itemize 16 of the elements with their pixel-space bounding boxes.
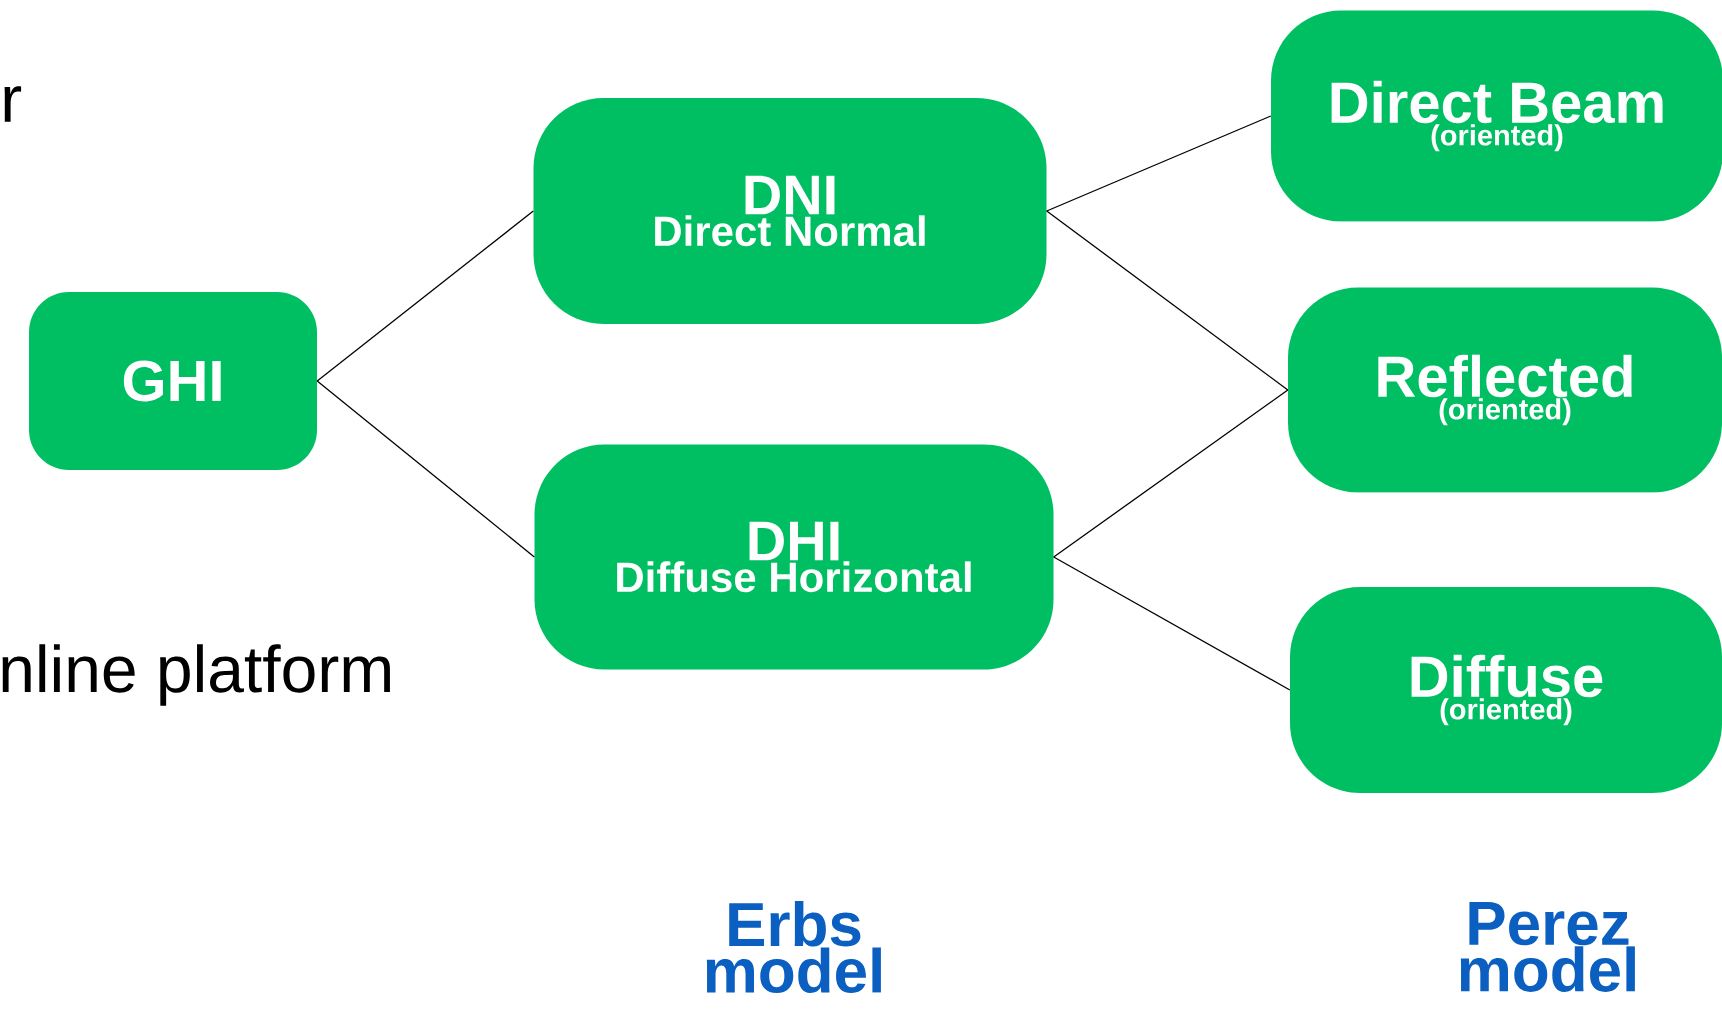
process-box: Diffuse (oriented) [1290,587,1722,793]
process-box: GHI [29,292,317,470]
connector-line [1053,389,1289,558]
connector-line [1046,210,1289,391]
model-label: Erbs model [706,900,881,993]
model-label: Perez model [1460,902,1635,992]
text-fragment: nline platform [2,644,390,706]
connector-line [316,380,535,558]
process-box: DNI Direct Normal [533,98,1047,324]
process-box: DHI Diffuse Horizontal [534,444,1054,670]
process-box: Direct Beam (oriented) [1271,10,1722,222]
text-fragment: r [4,86,22,122]
connector-line [1046,115,1272,212]
connector-line [1053,556,1291,691]
connector-line [316,210,534,382]
process-box: Reflected (oriented) [1288,287,1722,493]
